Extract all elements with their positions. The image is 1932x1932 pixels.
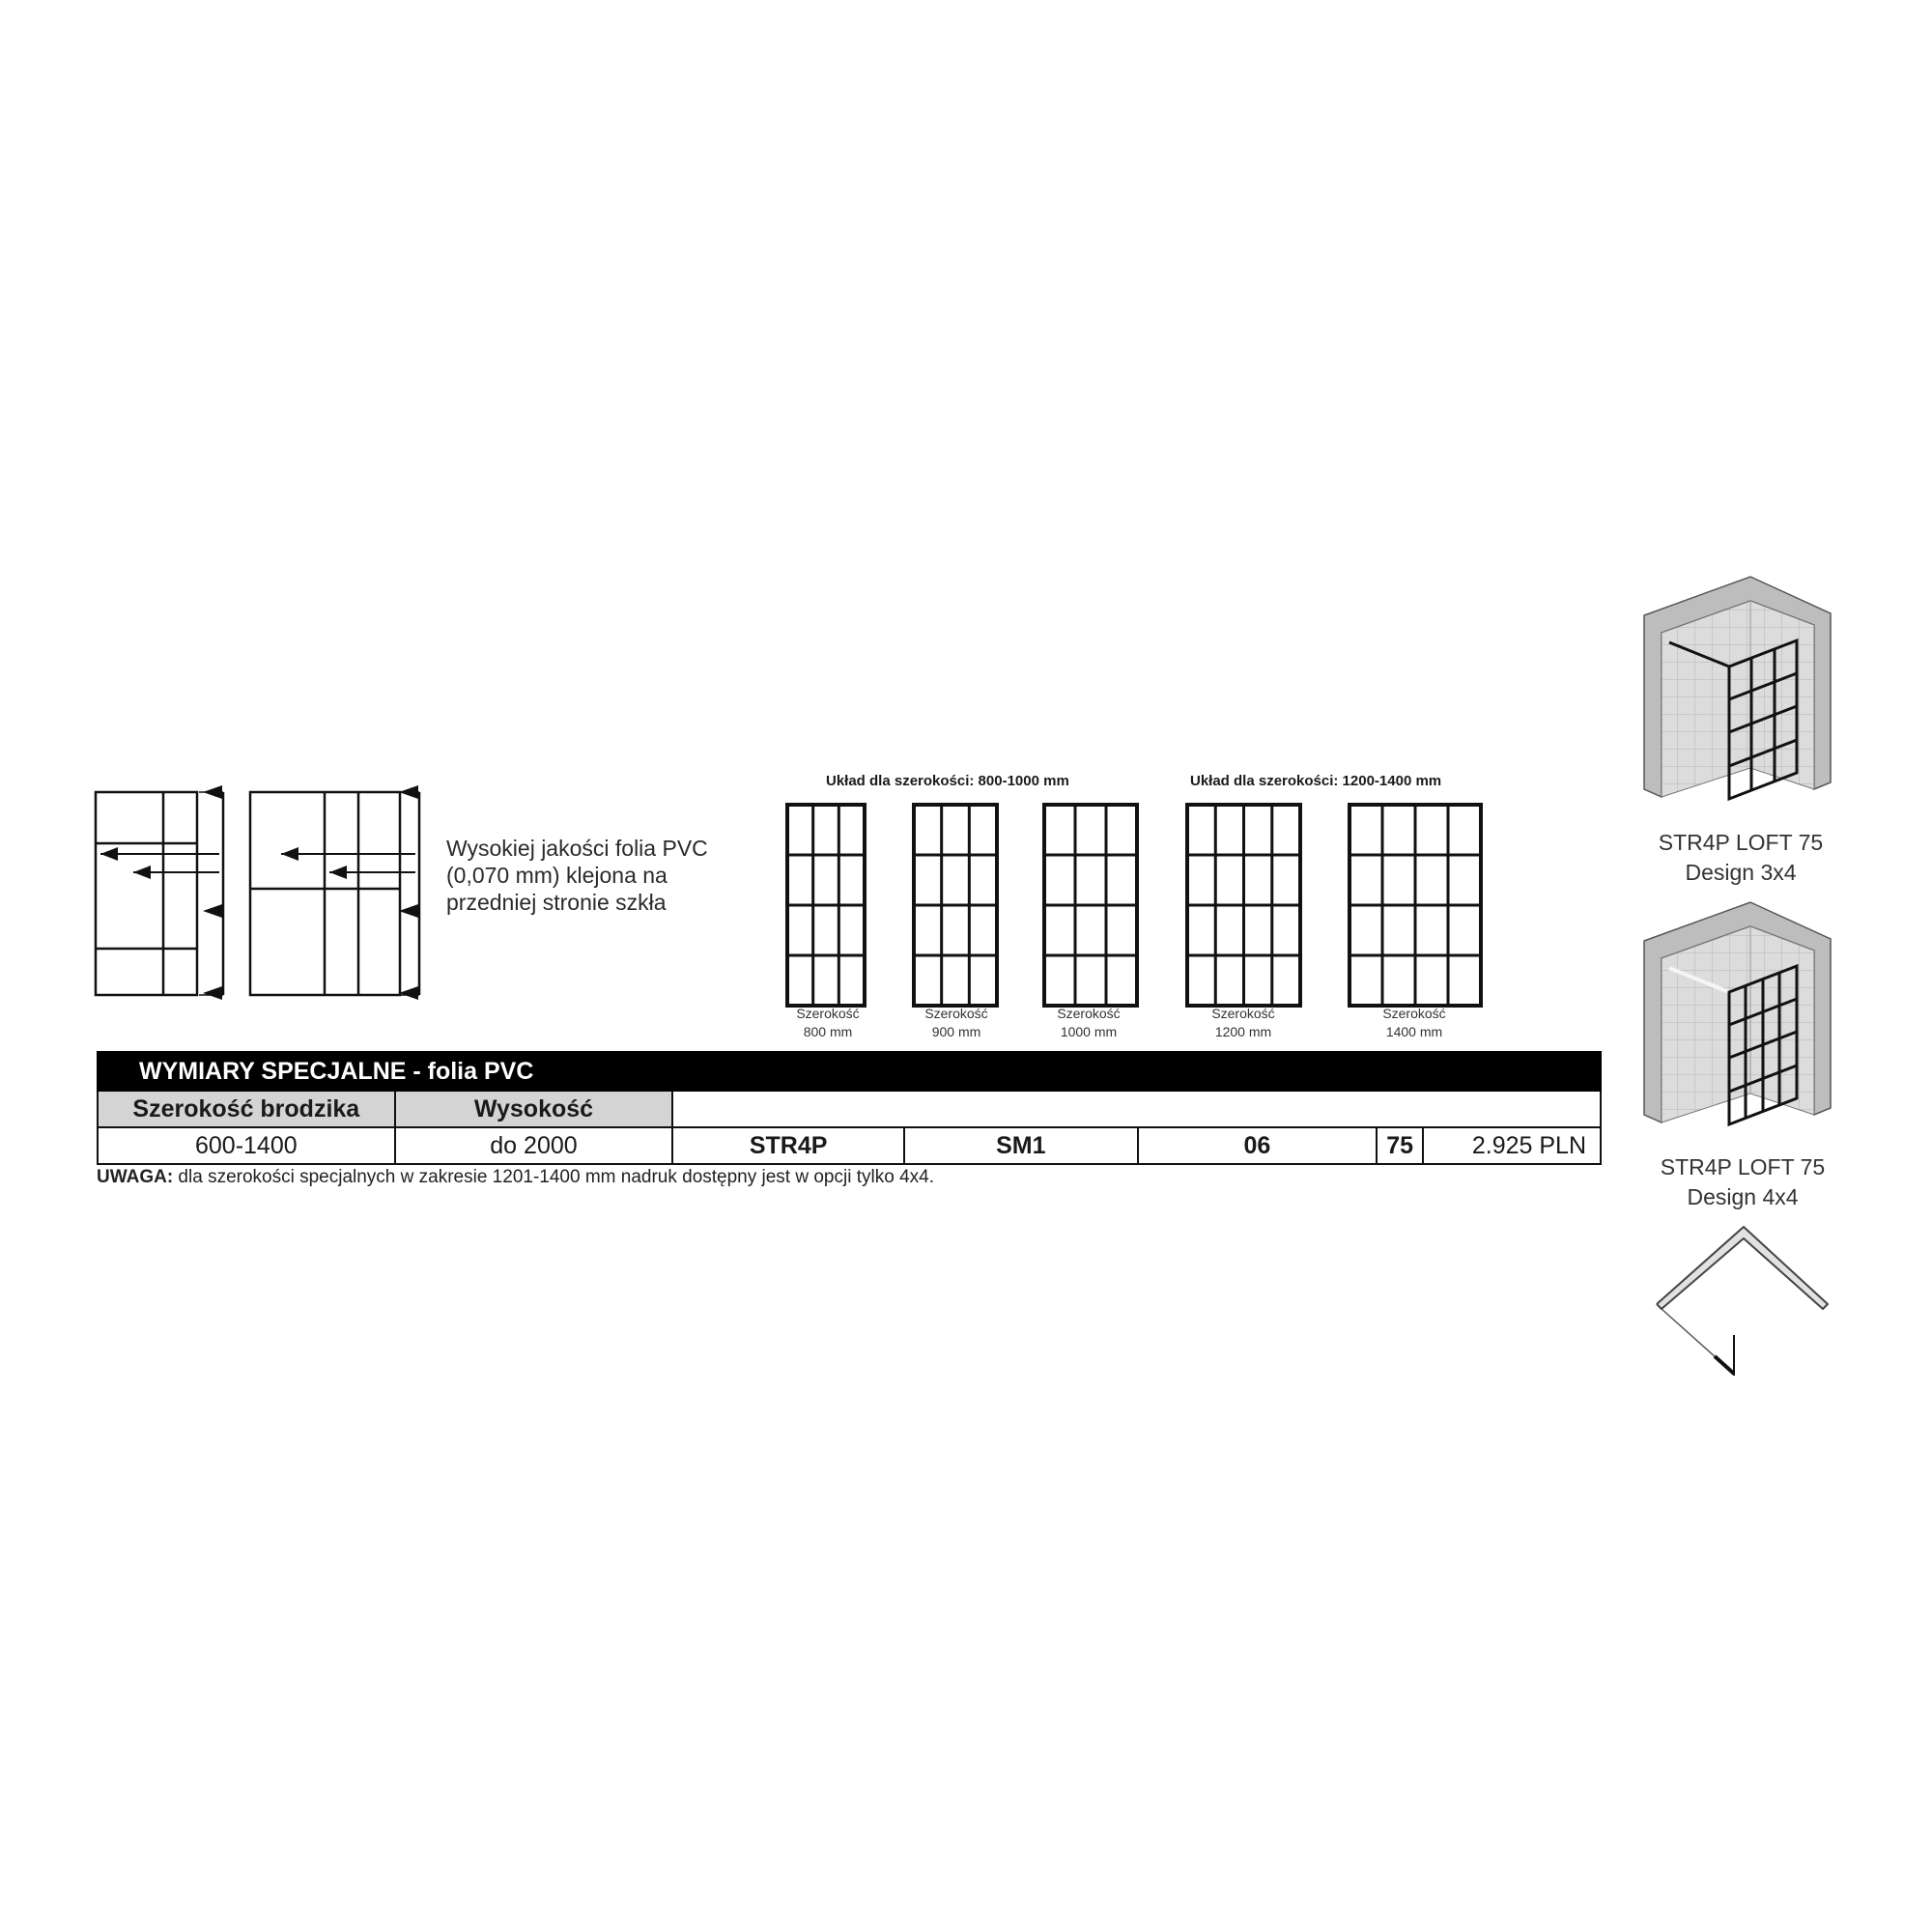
film-description: Wysokiej jakości folia PVC (0,070 mm) kl… (446, 835, 736, 916)
grid-panel-1400mm (1348, 803, 1483, 1008)
table-row: 600-1400 do 2000 STR4P SM1 06 75 2.925 P… (97, 1126, 1602, 1165)
panel-label-800: Szerokość 800 mm (796, 1006, 860, 1039)
product-image-3x4 (1643, 576, 1832, 802)
header-height: Wysokość (393, 1090, 674, 1128)
header-tray-width: Szerokość brodzika (97, 1090, 396, 1128)
cell-height: do 2000 (393, 1126, 674, 1165)
product-caption-4x4: STR4P LOFT 75 Design 4x4 (1627, 1152, 1859, 1212)
panel-label-1200: Szerokość 1200 mm (1211, 1006, 1275, 1039)
grid-panel-800mm (785, 803, 867, 1008)
grid-layout-panels (785, 803, 1483, 1008)
top-view-plan-icon (1656, 1226, 1829, 1376)
cell-width-range: 600-1400 (97, 1126, 396, 1165)
product-name-4x4: STR4P LOFT 75 (1660, 1154, 1826, 1179)
film-application-diagram (94, 785, 421, 1000)
cell-variant: 06 (1136, 1126, 1378, 1165)
grid-panel-900mm (912, 803, 999, 1008)
special-dimensions-table: WYMIARY SPECJALNE - folia PVC Szerokość … (97, 1051, 1602, 1165)
product-design-4x4: Design 4x4 (1687, 1184, 1799, 1209)
table-title: WYMIARY SPECJALNE - folia PVC (97, 1051, 1602, 1092)
cell-series: 75 (1376, 1126, 1425, 1165)
panel-label-1000: Szerokość 1000 mm (1057, 1006, 1121, 1039)
cell-model: STR4P (671, 1126, 905, 1165)
product-design-3x4: Design 3x4 (1685, 860, 1797, 885)
grid-panel-1000mm (1042, 803, 1139, 1008)
note-text: dla szerokości specjalnych w zakresie 12… (173, 1167, 934, 1187)
cell-code: SM1 (903, 1126, 1139, 1165)
layout-title-large: Układ dla szerokości: 1200-1400 mm (1190, 773, 1442, 789)
product-image-4x4 (1643, 901, 1832, 1127)
film-description-line-1: Wysokiej jakości folia PVC (446, 836, 708, 861)
header-empty (671, 1090, 1602, 1128)
note: UWAGA: dla szerokości specjalnych w zakr… (97, 1167, 934, 1188)
panel-label-1400: Szerokość 1400 mm (1382, 1006, 1446, 1039)
layout-title-small: Układ dla szerokości: 800-1000 mm (826, 773, 1069, 789)
cell-price: 2.925 PLN (1422, 1126, 1602, 1165)
film-description-line-2: (0,070 mm) klejona na (446, 863, 668, 888)
grid-panel-1200mm (1185, 803, 1302, 1008)
note-label: UWAGA: (97, 1167, 174, 1187)
film-description-line-3: przedniej stronie szkła (446, 890, 667, 915)
panel-label-900: Szerokość 900 mm (924, 1006, 988, 1039)
product-name-3x4: STR4P LOFT 75 (1658, 830, 1824, 855)
product-caption-3x4: STR4P LOFT 75 Design 3x4 (1625, 828, 1857, 888)
